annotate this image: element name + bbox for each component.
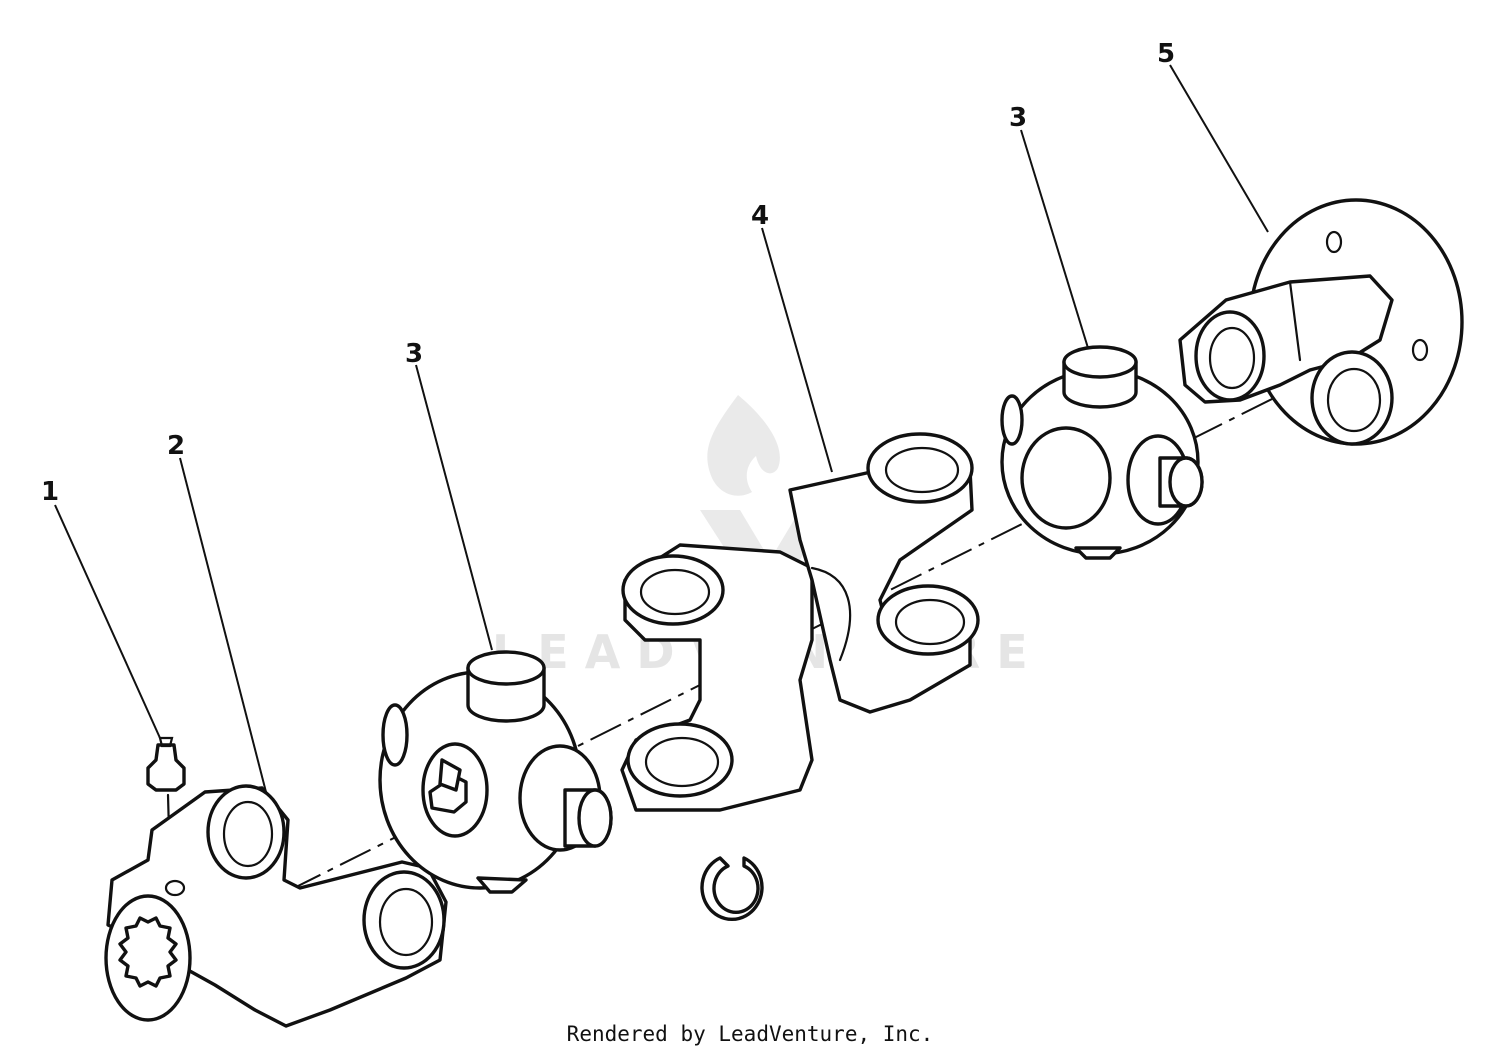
callout-4: 4	[751, 201, 769, 231]
center-yoke	[620, 432, 980, 812]
callout-2: 2	[167, 431, 185, 461]
flange-yoke	[1178, 198, 1464, 446]
splined-yoke	[104, 784, 448, 1028]
callout-1: 1	[41, 477, 59, 507]
grease-fitting	[146, 736, 186, 870]
leader-lines	[54, 64, 1269, 793]
render-credit: Rendered by LeadVenture, Inc.	[566, 1022, 934, 1046]
cross-bearing-left	[378, 650, 613, 894]
callout-5: 5	[1157, 39, 1175, 69]
callout-3-left: 3	[405, 339, 423, 369]
callout-3-right: 3	[1009, 103, 1027, 133]
snap-ring	[700, 856, 764, 922]
flame-logo-icon	[707, 395, 780, 496]
cross-bearing-right	[1000, 345, 1204, 560]
